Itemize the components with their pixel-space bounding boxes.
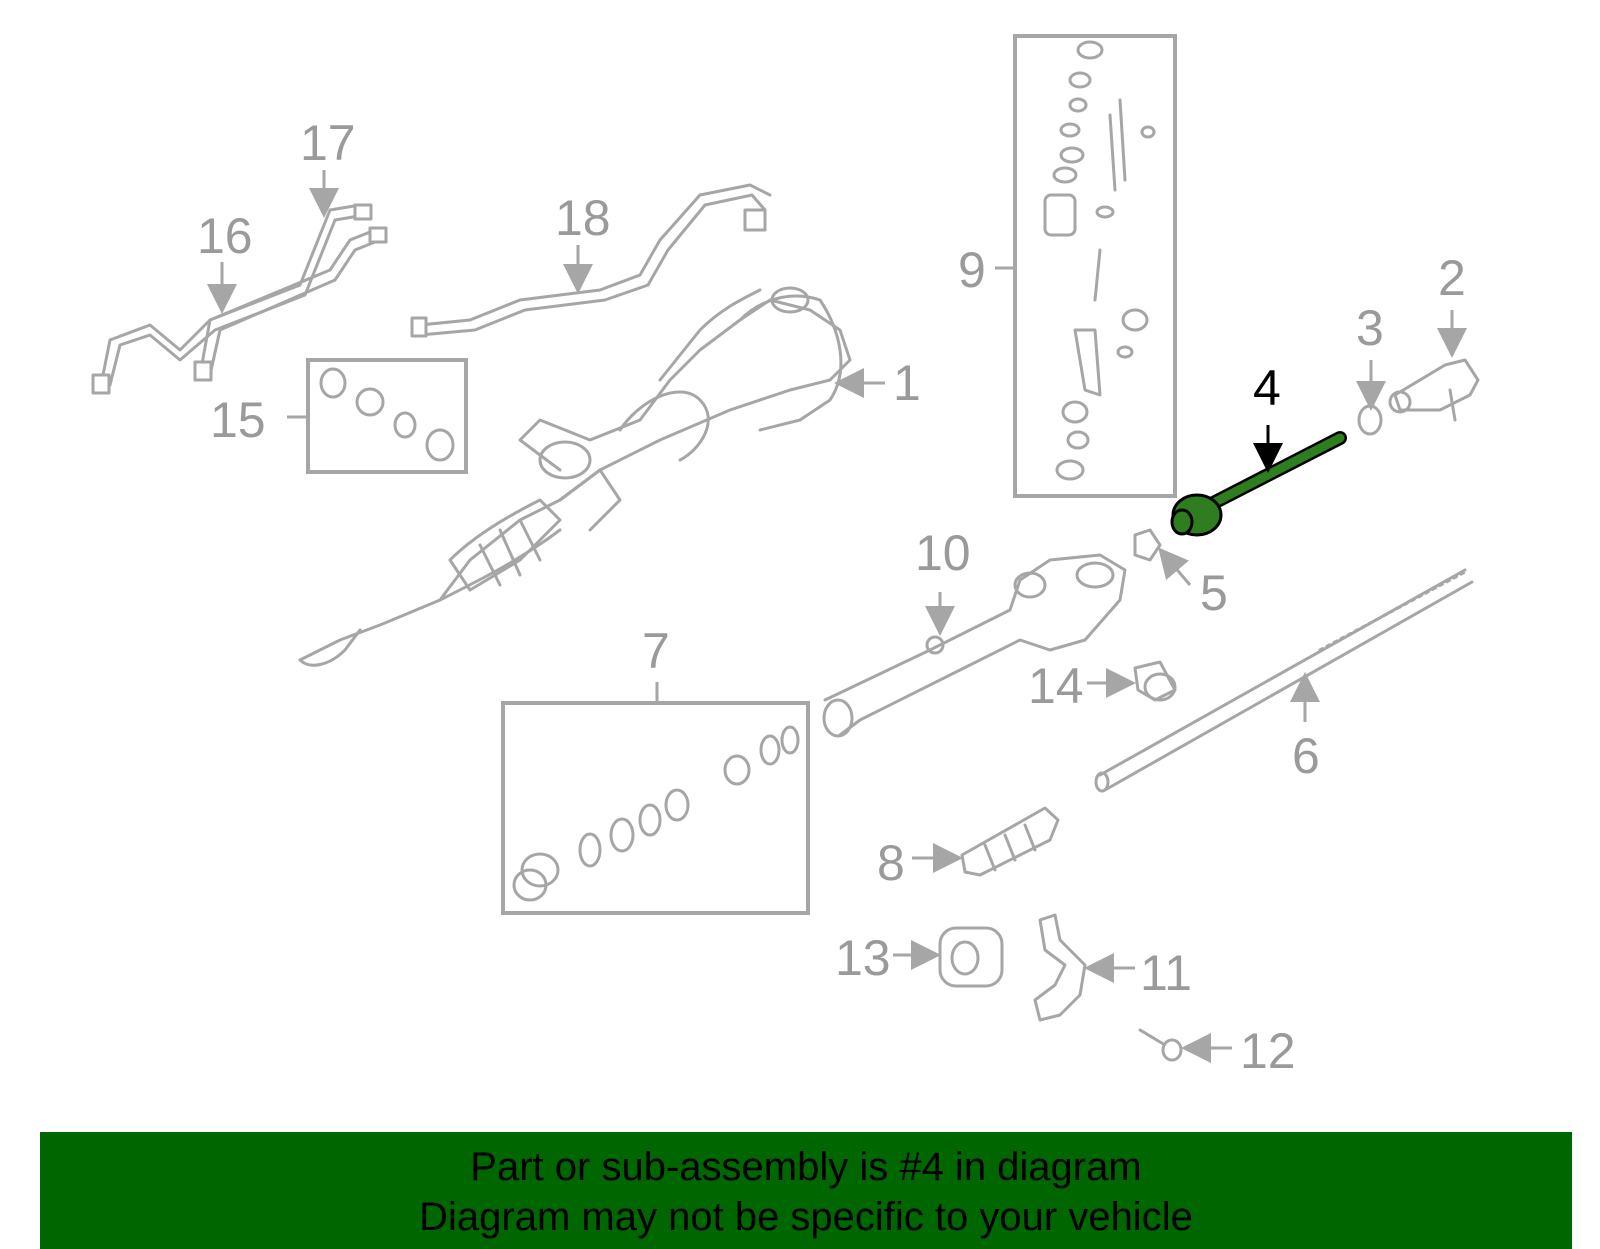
callout-4[interactable]: 4 [1253,360,1281,416]
callout-5[interactable]: 5 [1200,565,1228,621]
part-6-rack[interactable] [1094,568,1474,793]
part-15-seal-kit[interactable] [306,358,468,474]
callout-3[interactable]: 3 [1356,300,1384,356]
callout-10[interactable]: 10 [915,525,971,581]
part-2-tie-rod-end[interactable] [1388,358,1480,422]
callout-15[interactable]: 15 [210,392,266,448]
banner-line-2: Diagram may not be specific to your vehi… [419,1195,1193,1239]
callout-9[interactable]: 9 [958,242,986,298]
part-8-boot[interactable] [960,806,1060,877]
callout-13[interactable]: 13 [835,930,891,986]
info-banner: Part or sub-assembly is #4 in diagram Di… [40,1132,1572,1249]
part-13-mount[interactable] [938,926,1004,988]
part-16-17-pressure-lines[interactable] [91,203,388,395]
part-18-return-line[interactable] [410,183,772,338]
part-11-bracket[interactable] [1033,913,1087,1022]
callout-arrows [207,170,1467,1063]
part-12-bolt[interactable] [1138,1028,1183,1062]
callout-2[interactable]: 2 [1438,250,1466,306]
parts-diagram: 1 2 3 4 5 6 7 8 9 10 11 12 13 14 15 16 1… [91,34,1480,1079]
part-7-seal-kit[interactable] [501,701,810,915]
callout-14[interactable]: 14 [1028,658,1084,714]
callout-11[interactable]: 11 [1140,945,1192,1001]
callout-8[interactable]: 8 [877,835,905,891]
callout-18[interactable]: 18 [555,190,611,246]
callout-7[interactable]: 7 [642,623,670,679]
callout-labels: 1 2 3 4 5 6 7 8 9 10 11 12 13 14 15 16 1… [197,115,1466,1079]
part-10-housing[interactable] [822,553,1127,738]
part-9-valve-body-kit[interactable] [1013,34,1177,498]
part-5-lock-plate[interactable] [1133,528,1162,562]
callout-16[interactable]: 16 [197,208,253,264]
banner-line-1: Part or sub-assembly is #4 in diagram [470,1145,1142,1189]
callout-6[interactable]: 6 [1292,728,1320,784]
part-14-bushing[interactable] [1133,660,1177,702]
part-3-nut[interactable] [1357,404,1383,436]
part-1-steering-gear[interactable] [298,286,852,667]
callout-1[interactable]: 1 [893,355,921,411]
callout-12[interactable]: 12 [1240,1023,1296,1079]
part-4-inner-tie-rod[interactable] [1170,431,1347,537]
callout-17[interactable]: 17 [300,115,356,171]
